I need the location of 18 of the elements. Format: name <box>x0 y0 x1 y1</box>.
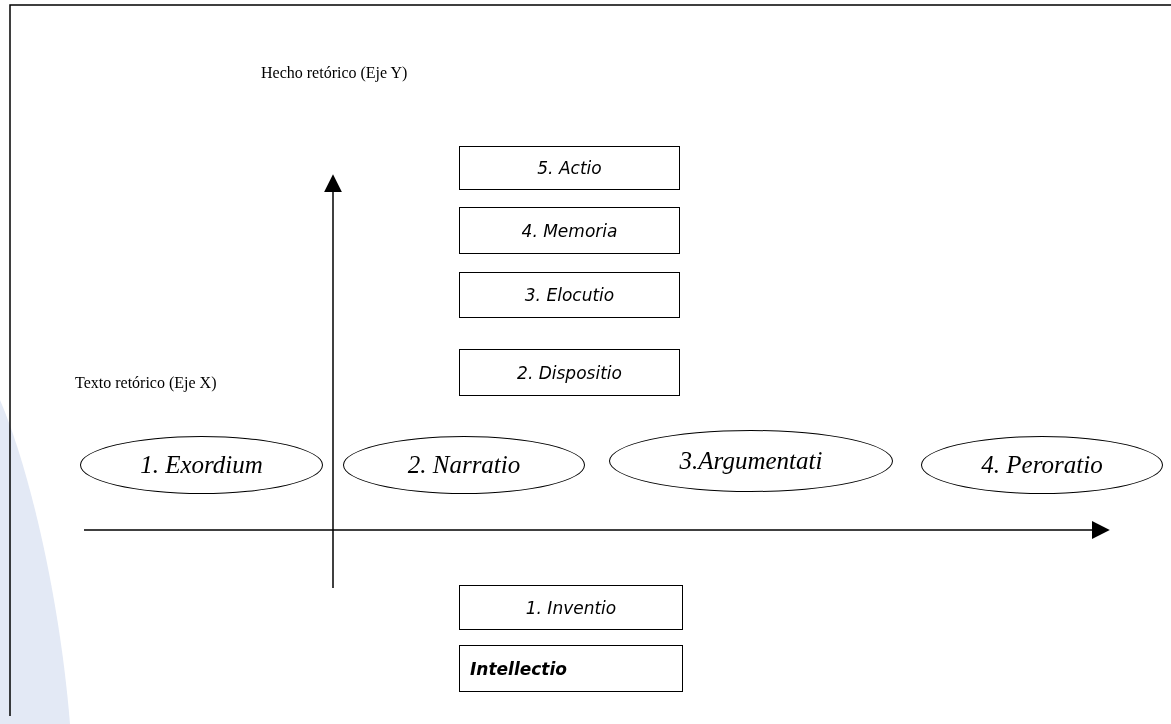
process-box <box>459 349 680 396</box>
process-box <box>459 146 680 190</box>
axis-label: Hecho retórico (Eje Y) <box>261 64 408 82</box>
node-label: 2. Narratio <box>407 451 521 479</box>
node-label: 3. Elocutio <box>524 285 615 305</box>
node-label: 5. Actio <box>537 158 602 178</box>
node-label: Intellectio <box>470 658 567 679</box>
node-label: 1. Inventio <box>525 597 617 618</box>
process-box <box>459 645 683 692</box>
node-label: 3.Argumentati <box>679 447 823 475</box>
node-label: 2. Dispositio <box>517 362 622 383</box>
process-box <box>459 585 683 630</box>
process-box <box>459 207 680 254</box>
node-label: 1. Exordium <box>140 451 263 479</box>
node-label: 4. Memoria <box>521 220 618 241</box>
process-box <box>459 272 680 318</box>
axis-label: Texto retórico (Eje X) <box>75 374 217 392</box>
node-label: 4. Peroratio <box>981 451 1103 479</box>
